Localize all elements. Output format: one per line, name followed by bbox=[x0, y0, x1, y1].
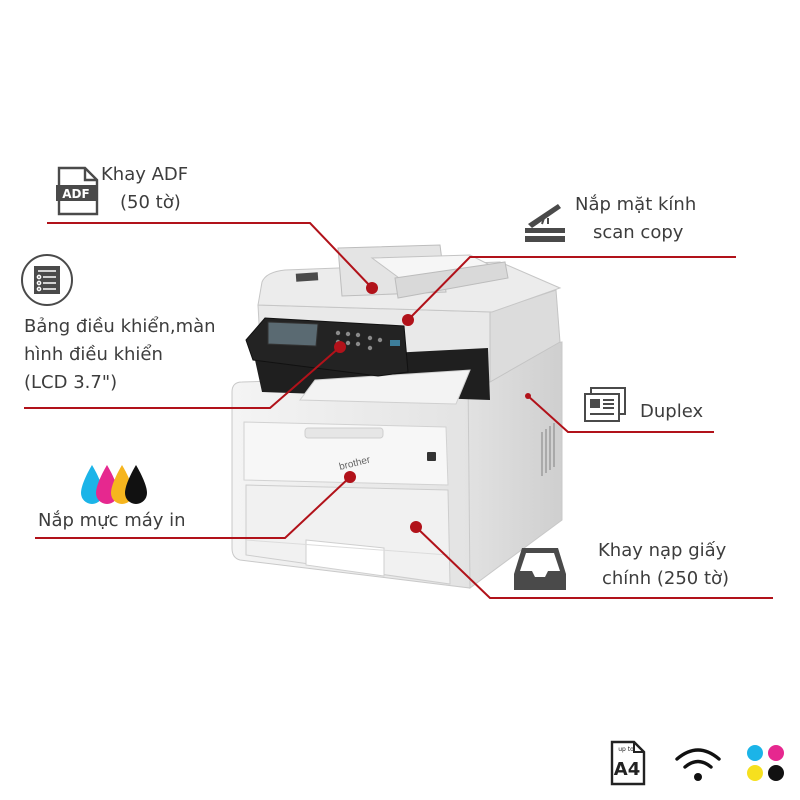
scan-cover-label-line1: Nắp mặt kính bbox=[575, 194, 697, 215]
callout-line-duplex bbox=[527, 395, 714, 433]
control-panel-label-line2: hình điều khiển bbox=[24, 344, 163, 365]
ink-cover-label: Nắp mực máy in bbox=[38, 510, 186, 531]
callout-line-control-panel bbox=[24, 346, 341, 409]
svg-text:ADF: ADF bbox=[62, 187, 89, 201]
control-panel-label-line1: Bảng điều khiển,màn bbox=[24, 316, 216, 337]
cmyk-color-icon bbox=[747, 745, 784, 781]
adf-icon: ADF bbox=[56, 166, 99, 216]
scan-cover-label-line2: scan copy bbox=[593, 222, 684, 243]
callout-line-scan-cover bbox=[407, 256, 736, 321]
adf-label-line1: Khay ADF bbox=[101, 164, 189, 185]
wifi-icon bbox=[675, 748, 721, 781]
adf-label-line2: (50 tờ) bbox=[120, 192, 181, 213]
callout-dot-adf bbox=[366, 282, 378, 294]
callout-dot-ink-cover bbox=[344, 471, 356, 483]
callout-dot-scan-cover bbox=[402, 314, 414, 326]
svg-text:up to: up to bbox=[618, 746, 634, 753]
duplex-icon bbox=[584, 387, 626, 422]
paper-tray-label-line2: chính (250 tờ) bbox=[602, 568, 730, 589]
callout-dot-duplex bbox=[525, 393, 531, 399]
duplex-label: Duplex bbox=[640, 401, 704, 422]
callout-dot-control-panel bbox=[334, 341, 346, 353]
paper-tray-label-line1: Khay nạp giấy bbox=[598, 540, 727, 561]
vent-grille bbox=[541, 423, 555, 476]
callout-dot-paper-tray bbox=[410, 521, 422, 533]
callout-line-adf bbox=[47, 222, 373, 289]
ink-drops-icon bbox=[81, 465, 147, 504]
svg-text:A4: A4 bbox=[614, 759, 640, 780]
paper-tray-icon bbox=[514, 548, 566, 590]
control-panel-label-line3: (LCD 3.7") bbox=[24, 372, 118, 393]
scanner-icon bbox=[525, 204, 565, 242]
callout-line-paper-tray bbox=[415, 526, 773, 599]
control-panel-icon bbox=[21, 254, 73, 306]
callout-line-ink-cover bbox=[35, 476, 351, 539]
a4-paper-icon: up to A4 bbox=[610, 740, 646, 786]
